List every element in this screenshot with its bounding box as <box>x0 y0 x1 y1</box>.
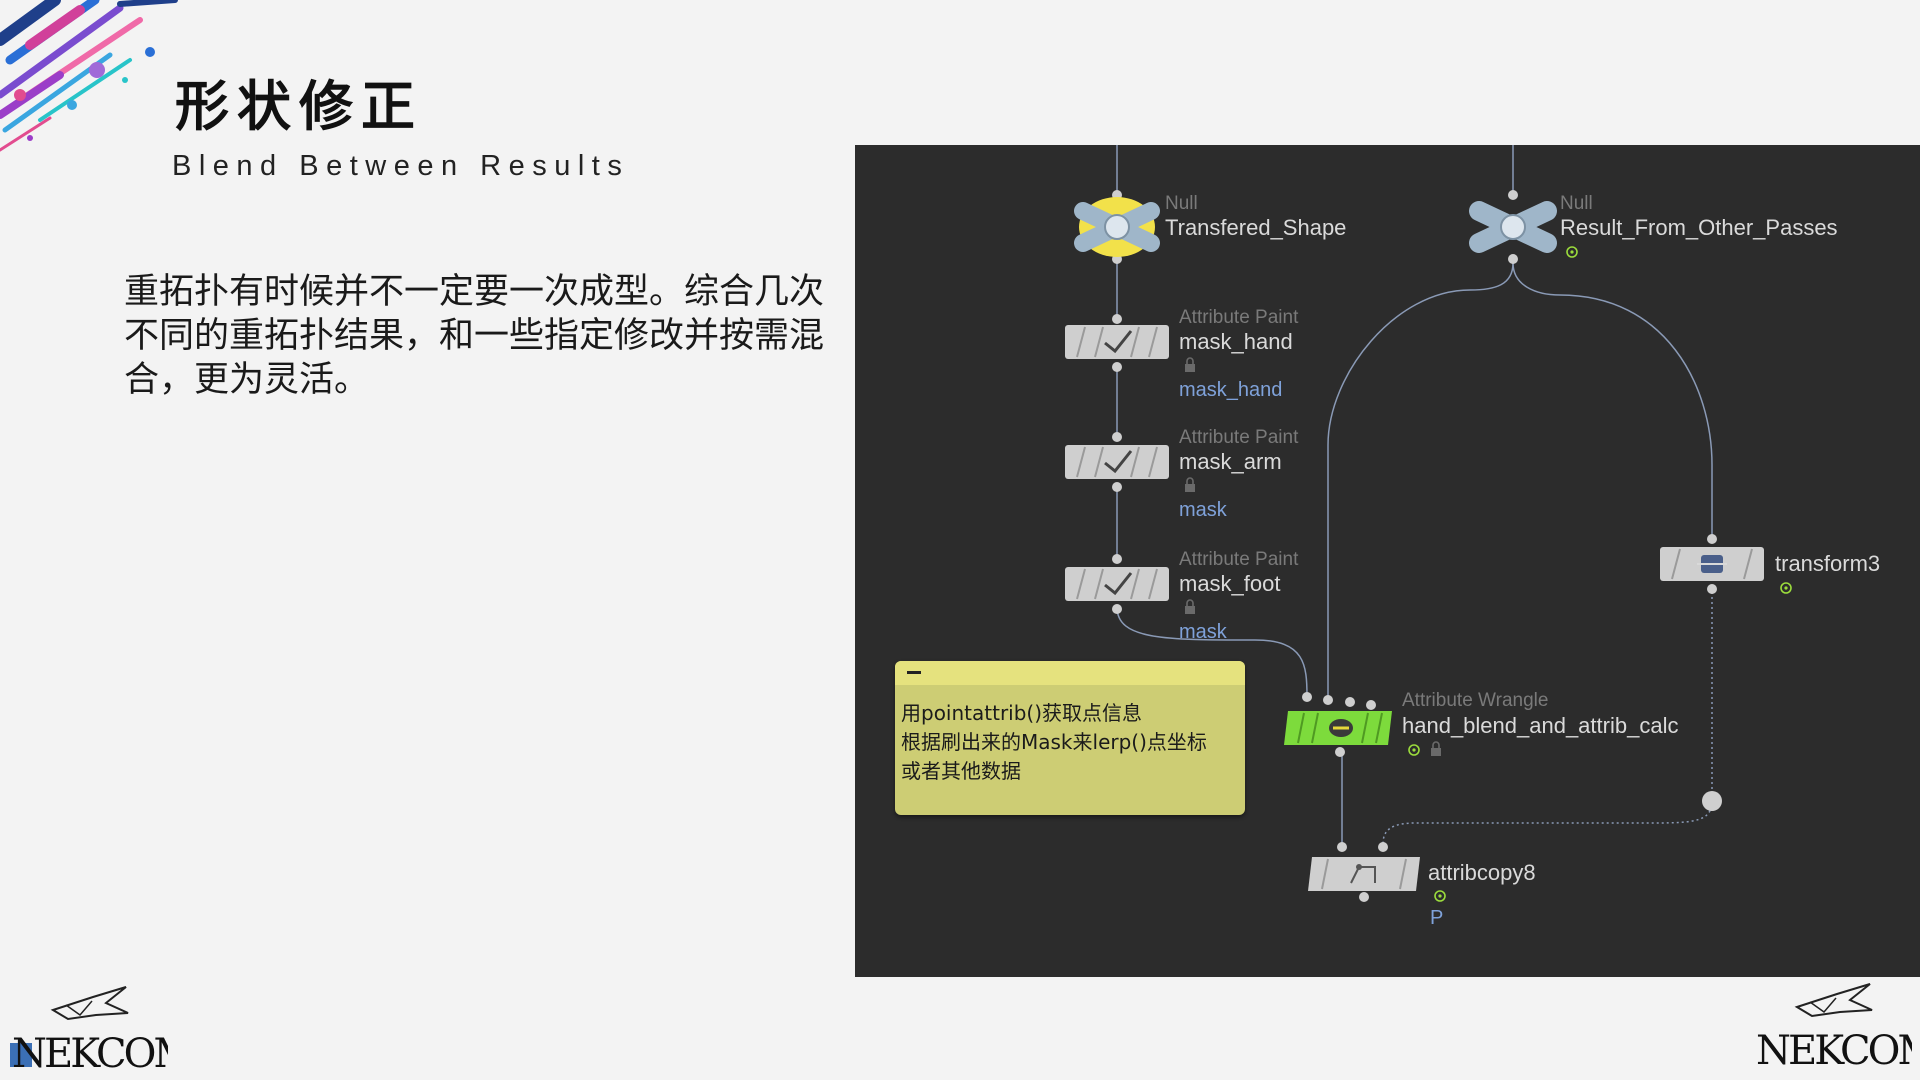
node-group-label: mask <box>1179 621 1227 643</box>
transform-icon[interactable] <box>1660 547 1764 581</box>
lock-icon[interactable] <box>1429 741 1443 757</box>
collapse-icon[interactable] <box>907 671 921 674</box>
sticky-note-line: 根据刷出来的Mask来lerp()点坐标 <box>901 730 1207 754</box>
logo-text: NEKCOM <box>12 1031 168 1075</box>
display-flag-icon[interactable] <box>1433 889 1447 903</box>
node-name-attribcopy8[interactable]: attribcopy8 <box>1428 860 1536 885</box>
node-type-label: Null <box>1165 193 1198 214</box>
node-name-mask-foot[interactable]: mask_foot <box>1179 571 1281 596</box>
node-name-result-from-other-passes[interactable]: Result_From_Other_Passes <box>1560 215 1838 240</box>
logo-text: NEKCOM <box>1756 1028 1912 1072</box>
paint-brush-icon[interactable] <box>1065 325 1169 359</box>
node-type-label: Attribute Paint <box>1179 427 1299 448</box>
display-flag-icon[interactable] <box>1565 245 1579 259</box>
display-flag-icon[interactable] <box>1407 743 1421 757</box>
lock-icon[interactable] <box>1183 477 1197 493</box>
node-type-label: Attribute Paint <box>1179 549 1299 570</box>
node-network-panel[interactable]: Null Transfered_Shape Null Result_From_O… <box>855 145 1920 977</box>
decorative-streaks <box>0 0 178 152</box>
node-group-label: mask <box>1179 499 1227 521</box>
slide-title: 形状修正 <box>175 74 423 138</box>
null-node-icon[interactable] <box>1074 197 1160 257</box>
node-group-label: mask_hand <box>1179 379 1283 401</box>
attrib-copy-icon[interactable] <box>1308 857 1420 891</box>
slide-body-text: 重拓扑有时候并不一定要一次成型。综合几次不同的重拓扑结果，和一些指定修改并按需混… <box>124 272 825 400</box>
nekcom-logo: NEKCOM <box>1756 983 1912 1072</box>
lock-icon[interactable] <box>1183 599 1197 615</box>
node-name-mask-hand[interactable]: mask_hand <box>1179 329 1293 354</box>
null-node-icon[interactable] <box>1469 201 1557 253</box>
node-wires <box>1065 145 1764 902</box>
sticky-note-titlebar[interactable] <box>895 661 1245 685</box>
node-group-label: P <box>1430 907 1444 929</box>
node-name-hand-blend-and-attrib-calc[interactable]: hand_blend_and_attrib_calc <box>1402 713 1679 738</box>
node-name-mask-arm[interactable]: mask_arm <box>1179 449 1282 474</box>
paint-brush-icon[interactable] <box>1065 445 1169 479</box>
node-type-label: Null <box>1560 193 1593 214</box>
node-type-label: Attribute Paint <box>1179 307 1299 328</box>
sticky-note-text[interactable]: 用pointattrib()获取点信息 根据刷出来的Mask来lerp()点坐标… <box>901 699 1241 786</box>
slide-subtitle: Blend Between Results <box>172 150 630 182</box>
sticky-note-line: 或者其他数据 <box>901 759 1021 783</box>
node-name-transfered-shape[interactable]: Transfered_Shape <box>1165 215 1347 240</box>
node-type-label: Attribute Wrangle <box>1402 690 1549 711</box>
sticky-note[interactable]: 用pointattrib()获取点信息 根据刷出来的Mask来lerp()点坐标… <box>895 661 1245 815</box>
node-name-transform3[interactable]: transform3 <box>1775 551 1881 576</box>
sticky-note-line: 用pointattrib()获取点信息 <box>901 701 1143 725</box>
lock-icon[interactable] <box>1183 357 1197 373</box>
wrangle-icon[interactable] <box>1284 711 1392 745</box>
display-flag-icon[interactable] <box>1779 581 1793 595</box>
nekcom-logo: NEKCOM <box>10 986 168 1075</box>
paint-brush-icon[interactable] <box>1065 567 1169 601</box>
